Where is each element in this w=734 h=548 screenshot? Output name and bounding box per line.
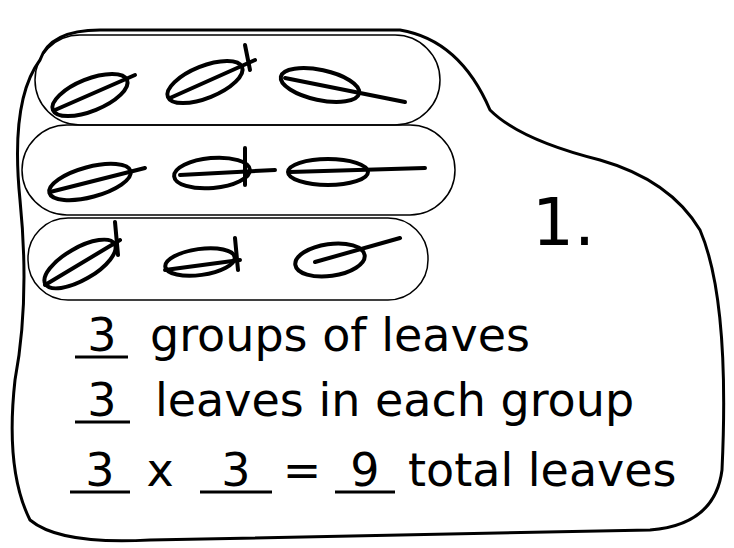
- answer-number: 3: [87, 312, 116, 358]
- answer-number: 9: [350, 447, 379, 493]
- prompt-text: total leaves: [408, 447, 677, 493]
- prompt-text: groups of leaves: [150, 312, 530, 358]
- operator-sign: =: [283, 447, 322, 493]
- answer-number: 3: [221, 447, 250, 493]
- leaves: [37, 45, 425, 298]
- group-outline: [22, 125, 455, 215]
- callout-number: 1.: [532, 190, 595, 256]
- group-outline: [28, 218, 428, 300]
- group-outline: [35, 35, 440, 125]
- operator-sign: x: [146, 447, 173, 493]
- prompt-text: leaves in each group: [155, 377, 634, 423]
- blob-outline: [12, 30, 724, 541]
- answer-number: 3: [85, 447, 114, 493]
- answer-number: 3: [87, 377, 116, 423]
